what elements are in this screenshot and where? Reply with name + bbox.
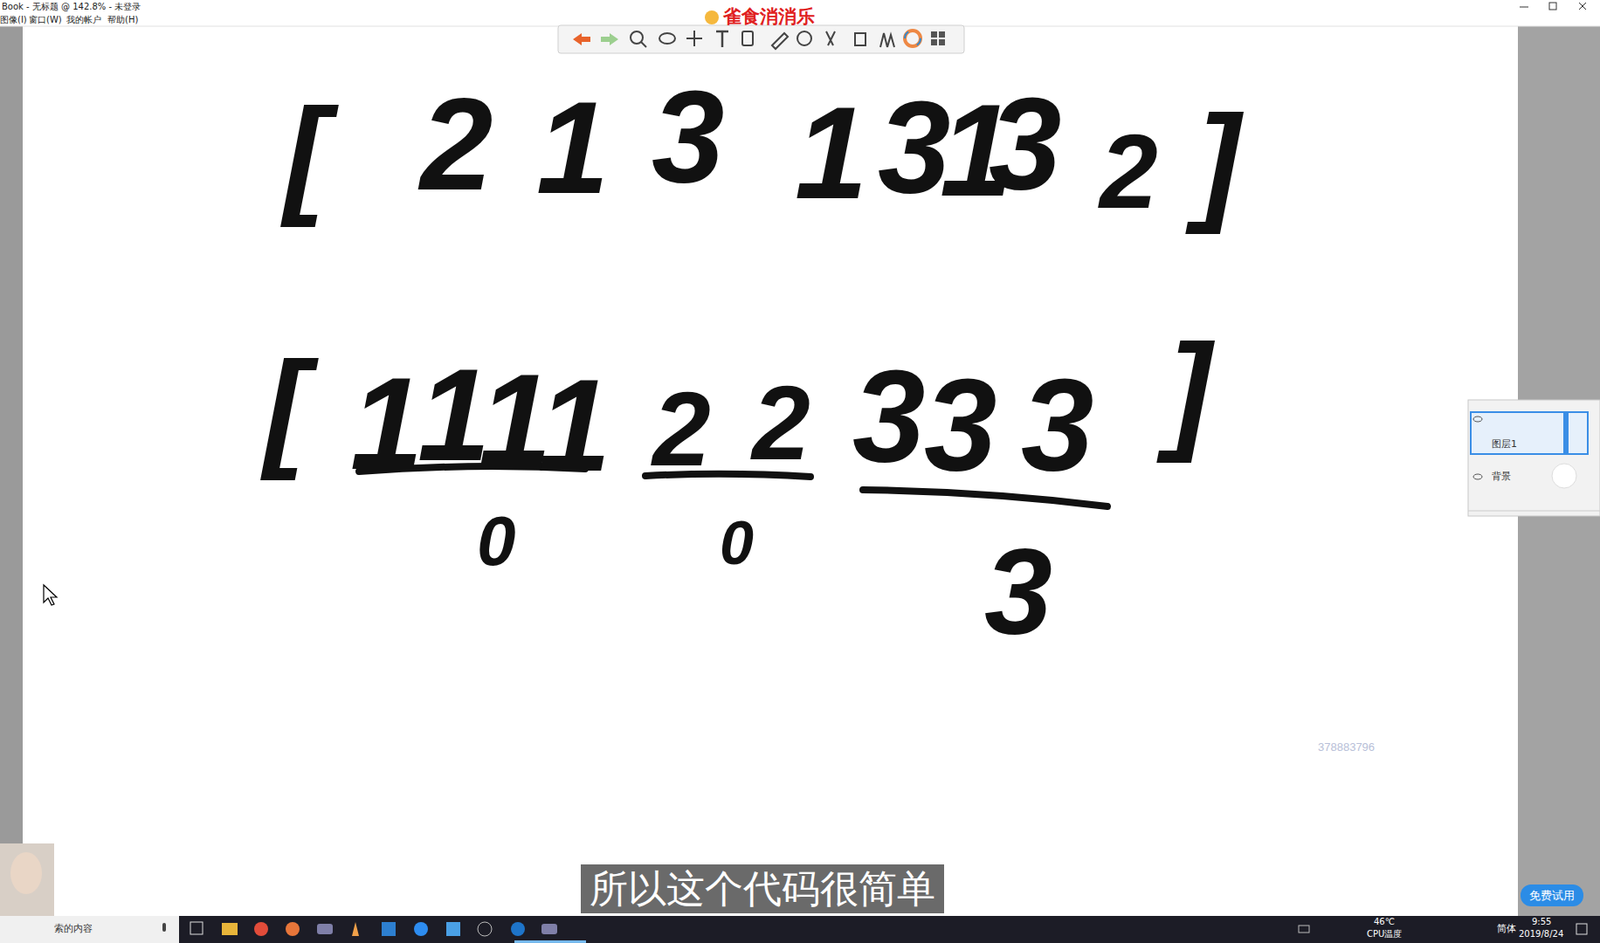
handwritten-digit: 3	[852, 351, 925, 483]
tray-text: 简体	[1496, 924, 1517, 934]
handwritten-digit: 3	[1020, 359, 1094, 491]
menu-item: 图像(I)	[0, 15, 28, 25]
handwritten-digit: 2	[652, 376, 711, 482]
handwritten-digit: 3	[651, 71, 725, 203]
menu-item: 帮助(H)	[107, 15, 138, 25]
layer-name: 图层1	[1491, 439, 1518, 449]
menu-item: 窗口(W)	[28, 15, 63, 25]
tray-text: CPU温度	[1366, 930, 1402, 939]
search-box-text: 索的内容	[54, 924, 93, 934]
handwritten-digit: 3	[988, 78, 1062, 210]
handwritten-digit: 2	[751, 370, 811, 476]
menu-item: 我的帐户	[66, 15, 102, 25]
banner-text: 雀食消消乐	[723, 7, 815, 27]
handwritten-digit: 3	[877, 82, 951, 214]
subtitle: 所以这个代码很简单	[580, 864, 945, 914]
layer-name: 背景	[1491, 471, 1511, 482]
clock-time: 9:55	[1531, 917, 1552, 927]
handwritten-digit: [	[283, 89, 328, 221]
handwritten-digit: [	[263, 342, 308, 474]
handwritten-digit: 0	[719, 512, 754, 574]
handwritten-digit: 3	[924, 359, 997, 491]
clock-date: 2019/8/24	[1518, 930, 1564, 939]
watermark: 378883796	[1317, 741, 1375, 753]
handwritten-digit: 3	[984, 531, 1053, 654]
tray-text: 46℃	[1373, 917, 1395, 927]
handwritten-digit: ]	[1167, 324, 1212, 456]
handwritten-digit: 0	[476, 506, 517, 577]
window-title: Book - 无标题 @ 142.8% - 未登录	[1, 2, 141, 12]
handwritten-digit: 2	[420, 78, 493, 210]
handwritten-digit: 1	[794, 87, 868, 219]
handwritten-digit: ]	[1196, 96, 1241, 228]
handwritten-digit: 1	[350, 358, 423, 490]
trial-button: 免费试用	[1520, 884, 1584, 907]
handwritten-digit: 1	[536, 82, 609, 214]
handwritten-digit: 2	[1099, 118, 1159, 224]
handwritten-digit: 1	[537, 359, 611, 491]
